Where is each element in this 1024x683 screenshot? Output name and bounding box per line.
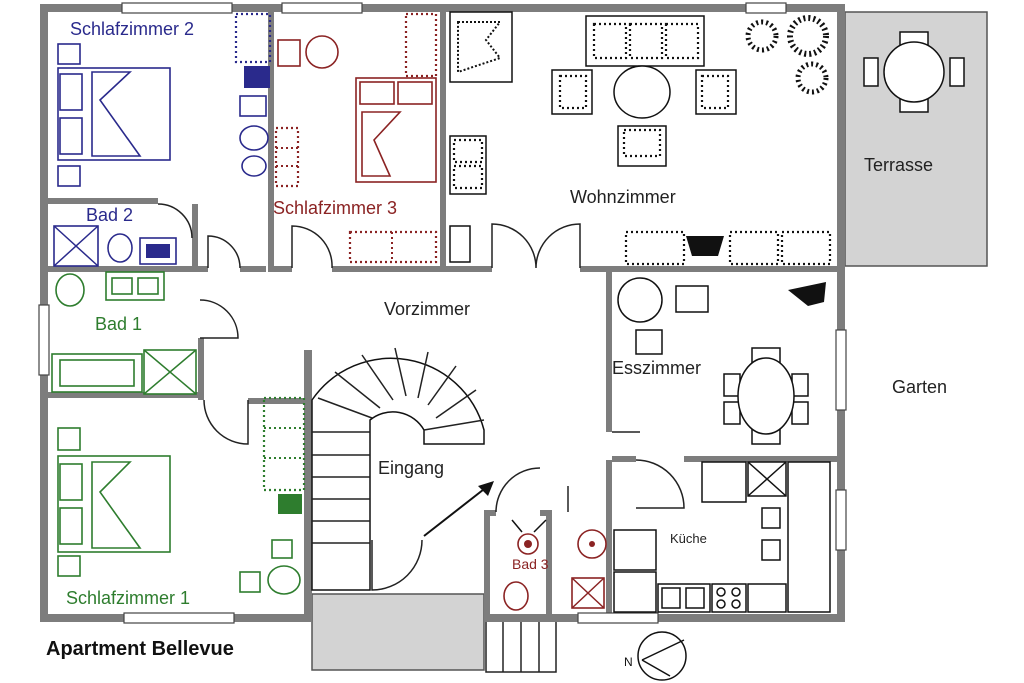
kitchen-fixtures: [613, 461, 831, 613]
label-esszimmer: Esszimmer: [612, 358, 701, 378]
doors: [157, 203, 685, 591]
interior-walls: [48, 12, 837, 620]
label-terrasse: Terrasse: [864, 155, 933, 175]
windows: [38, 2, 847, 624]
label-schlafzimmer-3: Schlafzimmer 3: [273, 198, 397, 218]
label-bad-3: Bad 3: [512, 556, 549, 572]
bedroom-1-furniture: [57, 396, 306, 595]
label-vorzimmer: Vorzimmer: [384, 299, 470, 319]
staircase: [311, 347, 485, 591]
living-room-furniture: [449, 11, 832, 266]
label-bad-2: Bad 2: [86, 205, 133, 225]
bedroom-2-furniture: [57, 12, 272, 187]
label-schlafzimmer-2: Schlafzimmer 2: [70, 19, 194, 39]
label-wohnzimmer: Wohnzimmer: [570, 187, 676, 207]
label-eingang: Eingang: [378, 458, 444, 478]
compass-north-label: N: [624, 655, 633, 669]
plan-title: Apartment Bellevue: [46, 638, 234, 660]
label-bad-1: Bad 1: [95, 314, 142, 334]
label-garten: Garten: [892, 377, 947, 397]
dining-room-furniture: [617, 277, 826, 445]
entrance-arrow: [423, 481, 494, 537]
outside-steps: [485, 619, 557, 673]
label-schlafzimmer-1: Schlafzimmer 1: [66, 588, 190, 608]
bedroom-3-furniture: [274, 12, 438, 264]
compass-icon: N: [624, 631, 687, 681]
bath-2-fixtures: [53, 225, 177, 267]
terrace-furniture: [863, 31, 965, 113]
bath-1-fixtures: [51, 271, 197, 395]
entrance-landing: [311, 593, 485, 671]
bath-3-fixtures: [503, 519, 607, 611]
label-kueche: Küche: [670, 531, 707, 546]
